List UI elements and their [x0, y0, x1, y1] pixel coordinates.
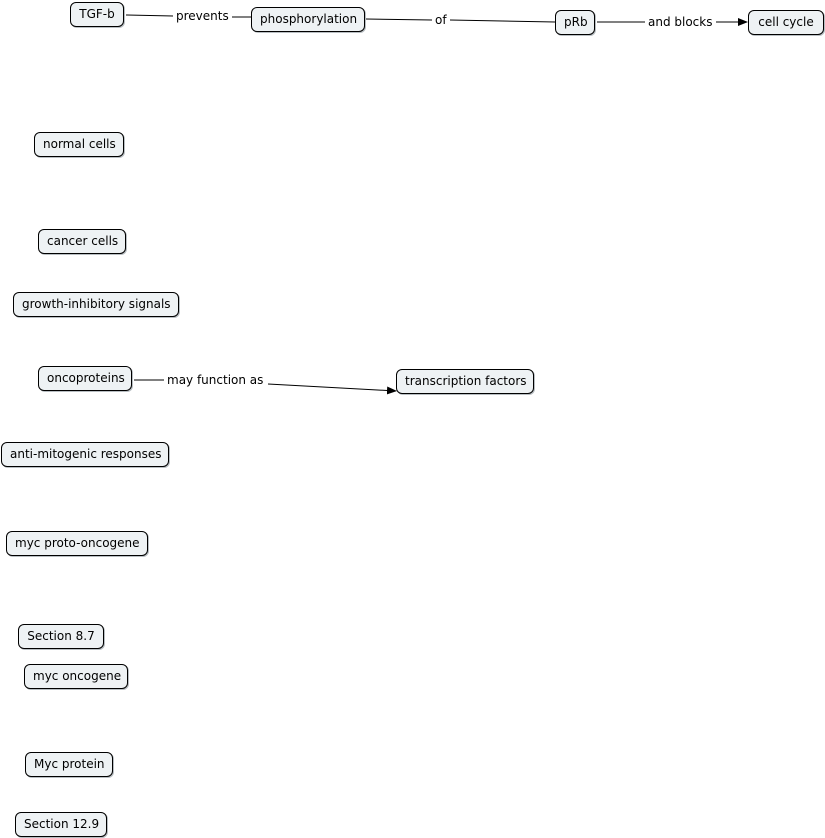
concept-phosphorylation[interactable]: phosphorylation [251, 7, 365, 32]
link-label-prevents[interactable]: prevents [173, 9, 232, 23]
concept-section-8-7[interactable]: Section 8.7 [18, 624, 104, 649]
concept-normal-cells[interactable]: normal cells [34, 132, 124, 157]
concept-anti-mitogenic-responses[interactable]: anti-mitogenic responses [1, 442, 169, 467]
concept-growth-inhibitory-signals[interactable]: growth-inhibitory signals [13, 292, 179, 317]
concept-cancer-cells[interactable]: cancer cells [38, 229, 126, 254]
link-arrow-may-function-as-transcription-factors [267, 383, 397, 395]
link-line-of-prb [449, 19, 556, 23]
concept-cell-cycle[interactable]: cell cycle [748, 10, 824, 35]
link-line-tgfb-prevents [125, 14, 174, 17]
link-label-and-blocks[interactable]: and blocks [645, 15, 716, 29]
concept-prb[interactable]: pRb [555, 10, 595, 35]
concept-tgfb[interactable]: TGF-b [70, 2, 124, 27]
concept-section-12-9[interactable]: Section 12.9 [15, 812, 107, 837]
concept-oncoproteins[interactable]: oncoproteins [38, 366, 132, 391]
link-label-of[interactable]: of [432, 13, 450, 27]
concept-myc-oncogene[interactable]: myc oncogene [24, 664, 128, 689]
concept-transcription-factors[interactable]: transcription factors [396, 369, 534, 394]
link-line-phosphorylation-of [365, 18, 433, 21]
link-label-may-function-as[interactable]: may function as [164, 373, 267, 387]
concept-myc-proto-oncogene[interactable]: myc proto-oncogene [6, 531, 148, 556]
concept-myc-protein[interactable]: Myc protein [25, 752, 113, 777]
